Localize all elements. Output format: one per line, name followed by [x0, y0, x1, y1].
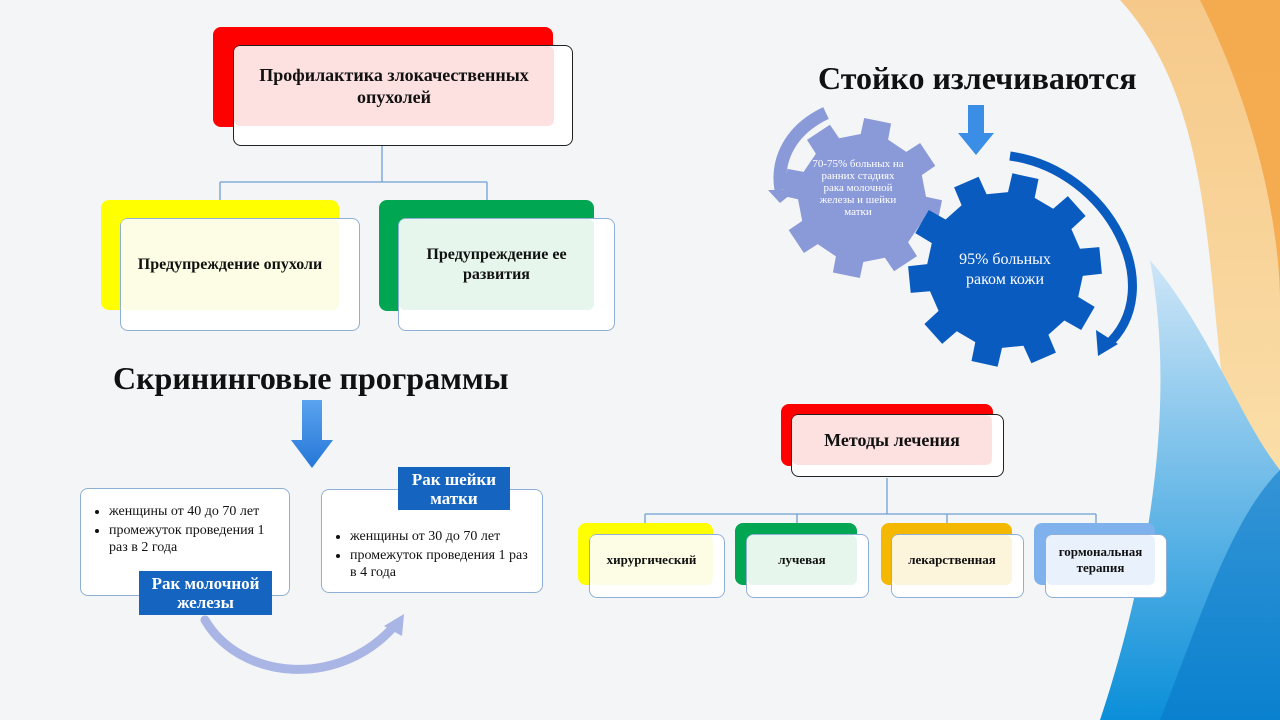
breast-item-interval: промежуток проведения 1 раз в 2 года — [109, 522, 279, 556]
small-gear-icon — [782, 118, 942, 278]
cervix-screening-list: женщины от 30 до 70 лет промежуток прове… — [328, 528, 534, 581]
small-gear-text: 70-75% больных на ранних стадиях рака мо… — [812, 158, 904, 218]
big-gear-icon — [908, 173, 1102, 367]
prevention-left-label: Предупреждение опухоли — [121, 219, 339, 310]
big-gear-text: 95% больных раком кожи — [959, 251, 1051, 288]
breast-screening-list: женщины от 40 до 70 лет промежуток прове… — [87, 503, 279, 556]
treatment-title: Методы лечения — [792, 415, 992, 465]
screening-down-arrow-icon — [291, 400, 333, 468]
method-hormonal: гормональная терапия — [1046, 535, 1155, 585]
method-surgical: хирургический — [590, 535, 713, 585]
cervix-item-interval: промежуток проведения 1 раз в 4 года — [350, 547, 534, 581]
cervix-cancer-label: Рак шейки матки — [398, 467, 510, 510]
prevention-title: Профилактика злокачественных опухолей — [234, 46, 554, 126]
down-arrow-icon — [958, 105, 994, 155]
breast-cancer-label: Рак молочной железы — [139, 571, 272, 615]
method-drug: лекарственная — [892, 535, 1012, 585]
cervix-item-age: женщины от 30 до 70 лет — [350, 528, 534, 545]
prevention-right-label: Предупреждение ее развития — [399, 219, 594, 310]
breast-item-age: женщины от 40 до 70 лет — [109, 503, 279, 520]
cure-heading: Стойко излечиваются — [818, 60, 1137, 96]
screening-heading: Скрининговые программы — [113, 360, 509, 396]
method-radiation: лучевая — [747, 535, 857, 585]
